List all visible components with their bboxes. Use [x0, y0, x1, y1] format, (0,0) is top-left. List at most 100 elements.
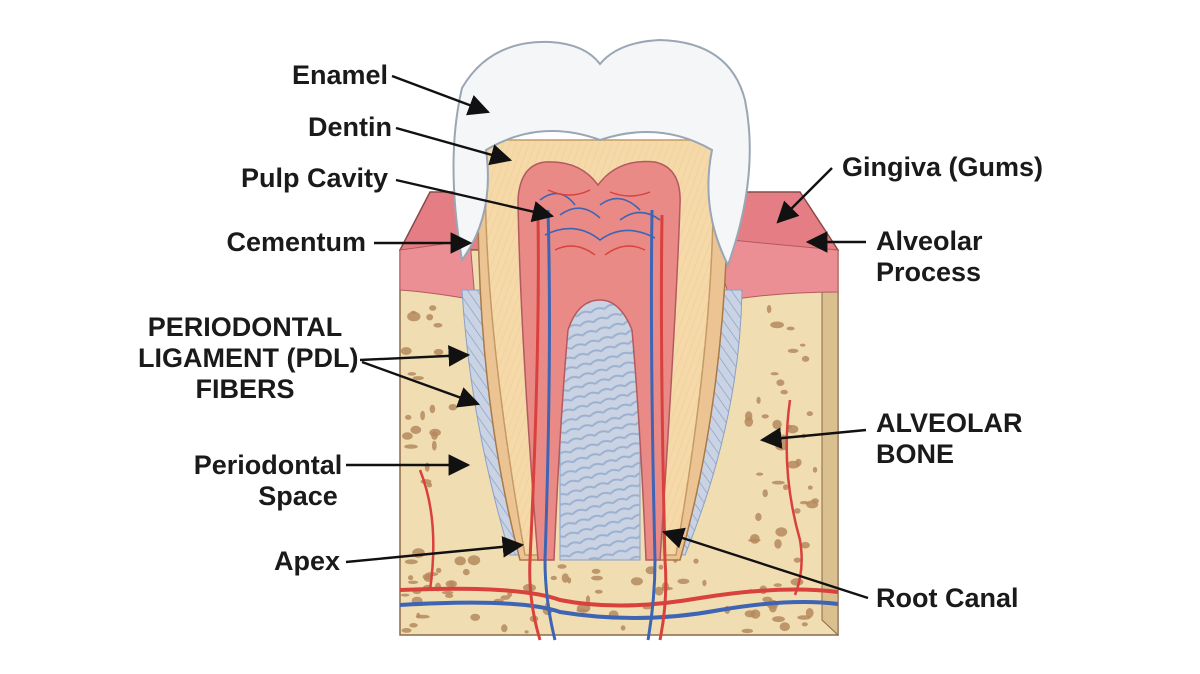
- label-pdl-line3: FIBERS: [195, 374, 295, 404]
- bone-pore: [411, 310, 416, 314]
- bone-pore: [779, 622, 790, 632]
- pulp-artery-left: [528, 214, 542, 641]
- bone-pore: [585, 595, 591, 604]
- bone-pore: [557, 564, 567, 569]
- bone-pore: [799, 501, 810, 505]
- leader-root-canal: [661, 527, 869, 600]
- bone-pore: [770, 372, 779, 376]
- bone-pore: [433, 323, 443, 328]
- bone-pore: [620, 625, 626, 631]
- bone-pore: [408, 575, 414, 581]
- label-alveolar-bone: ALVEOLAR BONE: [876, 408, 1023, 470]
- bone-pore: [409, 623, 418, 628]
- bone-pore: [795, 458, 802, 467]
- bone-pore: [756, 396, 761, 404]
- bone-pore: [426, 482, 433, 488]
- bone-pore: [793, 557, 801, 563]
- label-apex: Apex: [273, 546, 340, 576]
- label-alveolar-process-line1: Alveolar: [876, 226, 983, 256]
- bone-pore: [412, 376, 424, 381]
- bone-vessel-vein: [399, 600, 839, 621]
- bone-pore: [594, 589, 603, 594]
- bone-pore: [806, 411, 813, 417]
- label-pdl: PERIODONTAL LIGAMENT (PDL) FIBERS: [138, 312, 358, 405]
- bone-pore: [576, 608, 588, 613]
- leader-pdl-1: [359, 345, 471, 367]
- bone-pore: [693, 558, 699, 564]
- bone-pore: [769, 604, 777, 613]
- label-periodontal-space: Periodontal Space: [188, 450, 348, 512]
- bone-pore: [786, 326, 795, 331]
- label-alveolar-bone-line2: BONE: [876, 439, 955, 469]
- bone-pore: [790, 578, 804, 586]
- bone-pore: [415, 614, 430, 619]
- bone-pore: [812, 466, 818, 473]
- bone-pore: [771, 480, 785, 485]
- bone-pore: [766, 305, 772, 314]
- bone-pore: [762, 489, 768, 498]
- pulp-capillaries-red: [547, 189, 651, 256]
- bone-pore: [429, 404, 436, 414]
- label-root-canal: Root Canal: [876, 583, 1019, 613]
- bone-pores: [400, 305, 819, 634]
- leader-pdl-2: [361, 360, 481, 408]
- bone-pore: [770, 321, 784, 329]
- leader-lines: [345, 74, 869, 600]
- pulp-vein-left: [543, 209, 557, 641]
- bone-pore: [436, 567, 442, 574]
- bone-vessel-artery: [399, 586, 839, 608]
- label-pulp-cavity: Pulp Cavity: [240, 163, 388, 193]
- bone-pore: [401, 628, 412, 633]
- pulp-vein-right: [646, 209, 657, 641]
- bone-pore: [433, 348, 444, 356]
- bone-pore: [801, 355, 810, 362]
- bone-pore: [449, 580, 454, 587]
- bone-pore: [448, 404, 457, 411]
- label-alveolar-bone-line1: ALVEOLAR: [876, 408, 1023, 438]
- bone-pore: [805, 608, 814, 618]
- bone-pore: [462, 568, 470, 576]
- bone-pore: [780, 389, 788, 395]
- bone-pore: [658, 564, 664, 570]
- bone-pore: [501, 624, 508, 633]
- label-gingiva: Gingiva (Gums): [842, 152, 1044, 182]
- bone-pore: [407, 580, 419, 584]
- inter-root-septum-fibers: [560, 300, 640, 560]
- bone-pore: [776, 379, 785, 387]
- bone-pore: [756, 472, 764, 476]
- leader-dentin: [395, 126, 513, 166]
- leader-gingiva: [776, 167, 833, 224]
- bone-pore: [407, 311, 421, 322]
- bone-pore: [772, 616, 785, 623]
- bone-pore: [410, 425, 422, 434]
- gingiva-shape-right: [711, 237, 839, 301]
- bone-pore: [749, 534, 760, 544]
- bone-pore: [431, 440, 437, 451]
- bone-pore: [787, 348, 799, 353]
- bone-pore: [454, 556, 466, 566]
- bone-pore: [741, 628, 754, 634]
- bone-pore: [467, 555, 481, 566]
- bone-pore: [470, 613, 481, 621]
- bone-pore: [429, 305, 437, 311]
- bone-pore: [807, 485, 813, 490]
- bone-pore: [744, 610, 756, 618]
- bone-pore: [400, 347, 412, 355]
- pulp-artery-right: [658, 214, 668, 641]
- bone-pore: [426, 314, 434, 321]
- label-periodontal-space-line2: Space: [258, 481, 338, 511]
- bone-pore: [799, 343, 806, 347]
- bone-pore: [773, 583, 782, 587]
- bone-pore: [561, 573, 569, 583]
- bone-pore: [801, 622, 808, 627]
- bone-pore: [407, 372, 417, 376]
- bone-pore: [800, 541, 810, 549]
- label-pdl-line1: PERIODONTAL: [147, 312, 343, 342]
- leader-enamel: [391, 74, 491, 116]
- enamel-crown: [452, 38, 751, 268]
- bone-pore: [550, 575, 557, 581]
- bone-pore: [429, 428, 441, 437]
- bone-pore: [524, 630, 529, 634]
- bone-pore: [702, 579, 707, 587]
